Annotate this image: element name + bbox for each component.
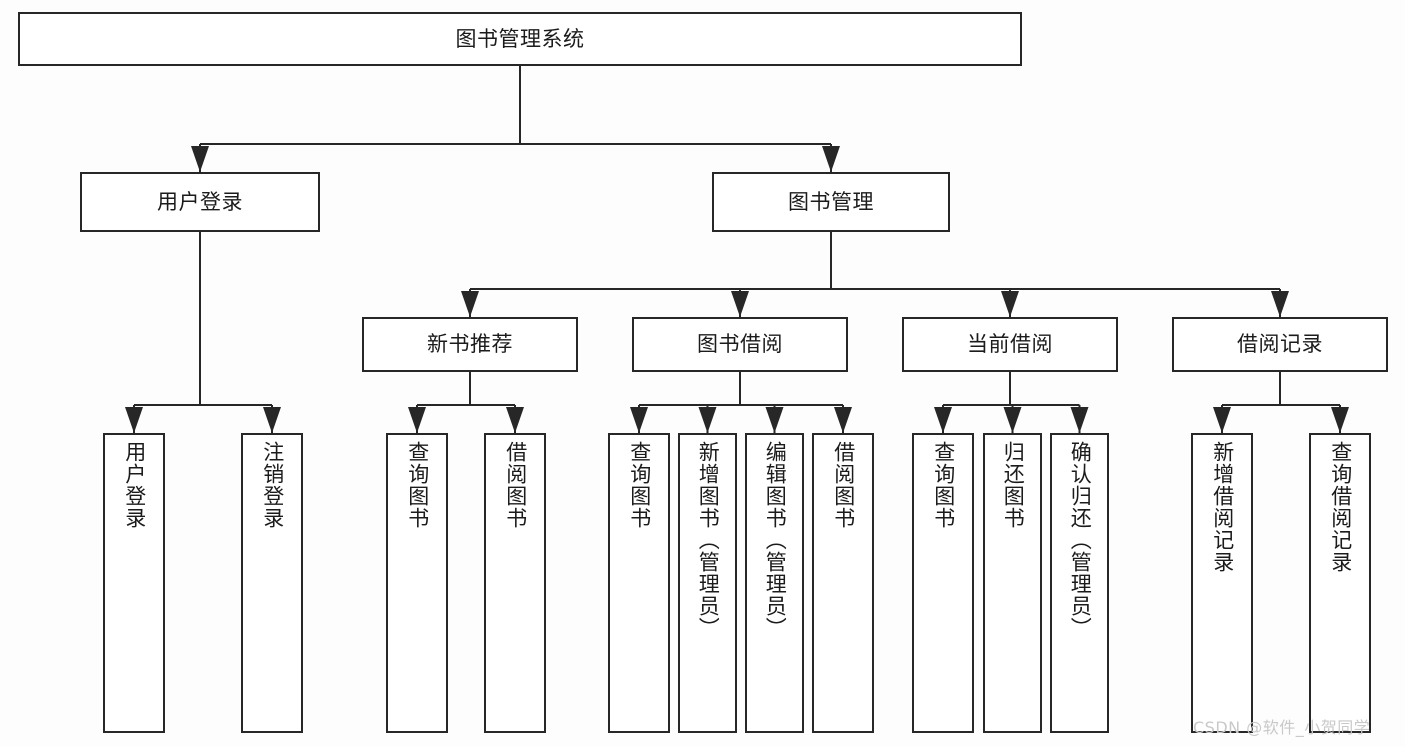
node-leaf-cu-confirm[interactable]: 确认归还（管理员） [1050, 433, 1109, 733]
node-newbook[interactable]: 新书推荐 [362, 317, 578, 372]
node-label: 用户登录 [157, 189, 243, 214]
node-records[interactable]: 借阅记录 [1172, 317, 1388, 372]
node-label: 图书借阅 [697, 332, 783, 357]
node-leaf-bk-borrow[interactable]: 借阅图书 [812, 433, 874, 733]
node-leaf-user-login[interactable]: 用户登录 [103, 433, 165, 733]
node-label: 查询图书 [627, 441, 652, 529]
node-label: 新增图书（管理员） [696, 441, 721, 639]
csdn-watermark: CSDN @软件_小贺同学 [1193, 718, 1371, 737]
node-label: 新增借阅记录 [1210, 441, 1235, 573]
node-label: 借阅图书 [503, 441, 528, 529]
node-leaf-cu-return[interactable]: 归还图书 [983, 433, 1042, 733]
node-label: 查询借阅记录 [1328, 441, 1353, 573]
node-label: 编辑图书（管理员） [763, 441, 788, 639]
node-leaf-user-logout[interactable]: 注销登录 [241, 433, 303, 733]
node-leaf-nb-query[interactable]: 查询图书 [386, 433, 448, 733]
node-label: 借阅图书 [831, 441, 856, 529]
node-label: 借阅记录 [1237, 332, 1323, 357]
node-leaf-cu-query[interactable]: 查询图书 [912, 433, 974, 733]
node-login[interactable]: 用户登录 [80, 172, 320, 232]
node-label: 确认归还（管理员） [1068, 441, 1093, 639]
node-leaf-bk-edit[interactable]: 编辑图书（管理员） [745, 433, 804, 733]
node-bookmgmt[interactable]: 图书管理 [712, 172, 950, 232]
node-label: 新书推荐 [427, 332, 513, 357]
node-label: 用户登录 [122, 441, 147, 529]
node-leaf-rc-add[interactable]: 新增借阅记录 [1191, 433, 1253, 733]
node-leaf-nb-borrow[interactable]: 借阅图书 [484, 433, 546, 733]
node-label: 查询图书 [931, 441, 956, 529]
node-label: 归还图书 [1001, 441, 1026, 529]
node-label: 查询图书 [405, 441, 430, 529]
node-leaf-bk-add[interactable]: 新增图书（管理员） [678, 433, 737, 733]
node-label: 图书管理系统 [455, 26, 585, 51]
node-borrow[interactable]: 图书借阅 [632, 317, 848, 372]
node-leaf-bk-query[interactable]: 查询图书 [608, 433, 670, 733]
node-current[interactable]: 当前借阅 [902, 317, 1118, 372]
node-label: 当前借阅 [967, 332, 1053, 357]
node-root[interactable]: 图书管理系统 [18, 12, 1022, 66]
node-label: 注销登录 [260, 441, 285, 529]
node-leaf-rc-query[interactable]: 查询借阅记录 [1309, 433, 1371, 733]
node-label: 图书管理 [788, 189, 874, 214]
